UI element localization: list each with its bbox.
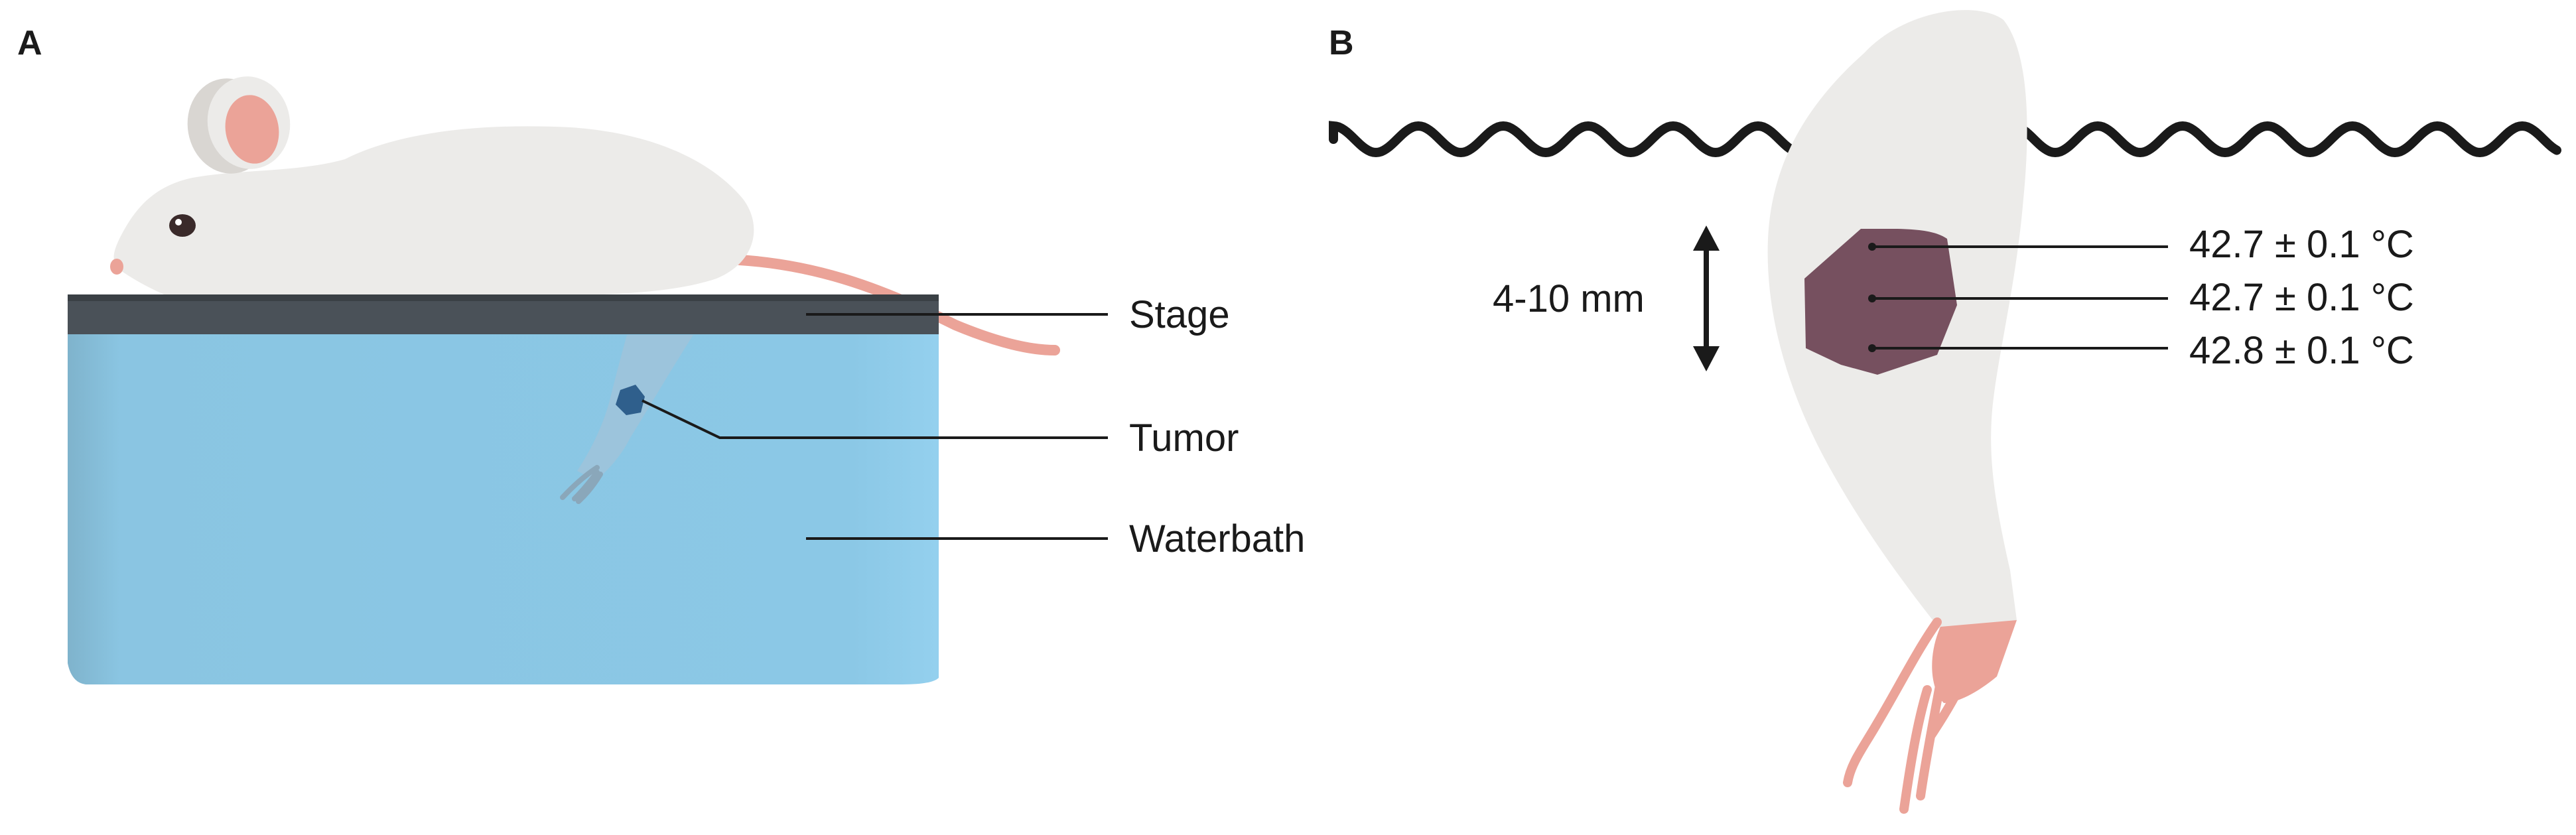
panel-b-letter: B xyxy=(1329,24,1354,62)
tumor-a xyxy=(616,385,645,415)
mouse-body xyxy=(113,126,754,312)
temp-label-1: 42.7 ± 0.1 °C xyxy=(2189,223,2414,266)
waterbath-tank xyxy=(68,332,939,684)
panel-a: A Stage Tumor Waterbath xyxy=(17,24,1305,684)
mouse-hind-ankle xyxy=(1932,620,2017,703)
temp-label-2: 42.7 ± 0.1 °C xyxy=(2189,276,2414,319)
depth-arrow xyxy=(1693,225,1720,371)
tumor-leader-line xyxy=(642,399,1108,439)
mouse-eye xyxy=(169,214,196,237)
stage-plate-top xyxy=(68,294,939,301)
mouse-hind-foot xyxy=(1843,617,1978,814)
mouse-submerged-foot xyxy=(560,465,603,504)
temp-label-3: 42.8 ± 0.1 °C xyxy=(2189,329,2414,372)
panel-a-letter: A xyxy=(17,24,42,62)
stage-label: Stage xyxy=(1129,293,1230,336)
panel-b: B 4-10 mm 42.7 ± 0.1 °C 42.7 ± 0.1 °C 42… xyxy=(1329,10,2561,814)
tumor-b xyxy=(1804,229,1957,375)
tumor-label: Tumor xyxy=(1129,417,1239,460)
depth-label: 4-10 mm xyxy=(1493,277,1645,320)
mouse-ear-inner xyxy=(225,95,279,164)
mouse-eye-glint xyxy=(175,219,182,225)
mouse-nose xyxy=(110,259,123,275)
waterbath-label: Waterbath xyxy=(1129,517,1305,560)
